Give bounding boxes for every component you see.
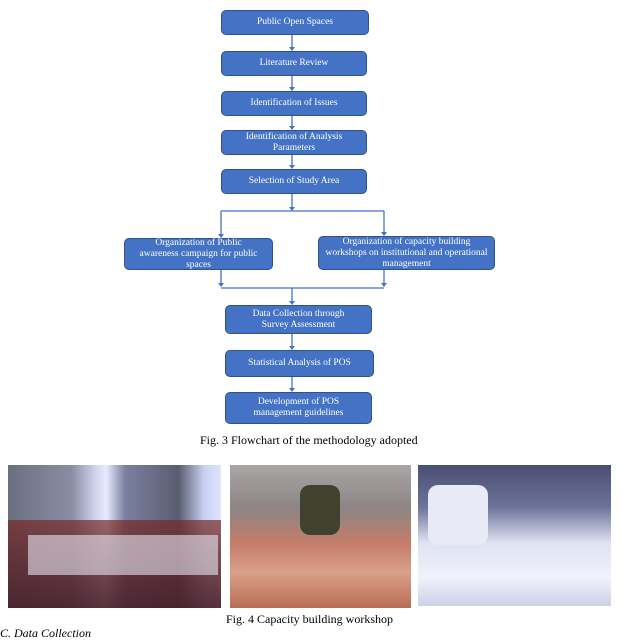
flow-step-statistical-analysis: Statistical Analysis of POS (225, 350, 374, 377)
flow-branch-awareness-campaign: Organization of Public awareness campaig… (124, 238, 273, 270)
section-heading: C. Data Collection (0, 626, 91, 640)
flow-step-public-open-spaces: Public Open Spaces (221, 10, 369, 35)
workshop-photo-1 (8, 465, 221, 608)
flow-branch-capacity-workshops: Organization of capacity building worksh… (318, 236, 495, 270)
fig3-caption: Fig. 3 Flowchart of the methodology adop… (200, 433, 418, 447)
flow-step-study-area: Selection of Study Area (221, 169, 367, 194)
flow-step-guidelines: Development of POS management guidelines (225, 392, 372, 424)
flow-step-data-collection: Data Collection through Survey Assessmen… (225, 305, 372, 334)
flow-step-literature-review: Literature Review (221, 51, 367, 76)
flow-step-identification-issues: Identification of Issues (221, 91, 367, 116)
fig4-caption: Fig. 4 Capacity building workshop (226, 612, 393, 626)
flow-step-analysis-parameters: Identification of Analysis Parameters (221, 130, 367, 155)
workshop-photo-3 (418, 465, 611, 606)
workshop-photo-2 (230, 465, 411, 608)
